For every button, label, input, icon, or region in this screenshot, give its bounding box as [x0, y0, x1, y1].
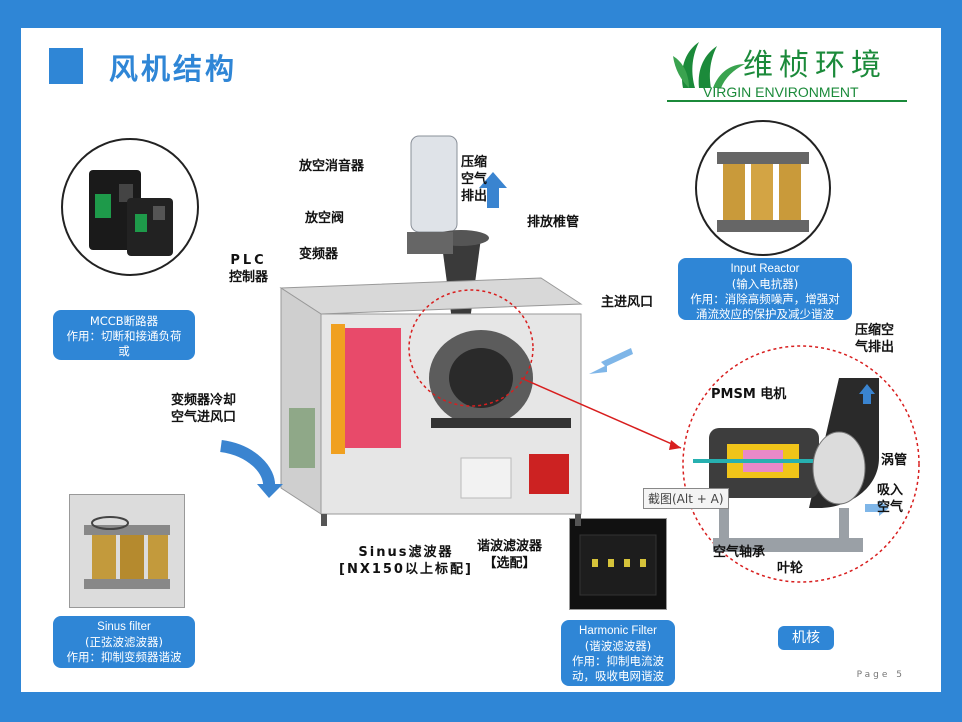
label-inverter: 变频器: [299, 247, 339, 262]
blower-cabinet-illustration: [279, 135, 583, 526]
breaker-icon: [89, 170, 173, 256]
label-plc-1: PLC: [230, 253, 267, 268]
company-logo: 维桢环境 VIRGIN ENVIRONMENT: [661, 34, 921, 104]
label-vent-valve: 放空阀: [305, 211, 345, 226]
logo-underline: [667, 100, 907, 102]
harmonic-filter-icon: [579, 534, 657, 596]
harmonic-title: Harmonic Filter: [579, 625, 657, 637]
sinus-title: Sinus filter: [97, 621, 151, 633]
core-label-badge: 机核: [778, 626, 834, 650]
label-compressed-out-2: 空气: [461, 172, 488, 187]
page-number-value: 5: [896, 670, 905, 680]
sinus-filter-photo: [69, 494, 185, 608]
label-inverter-cooling: 变频器冷却 空气进风口: [171, 392, 236, 426]
label-suction-air-2: 空气: [877, 500, 904, 515]
label-sinus-filter-2: [NX150以上标配]: [339, 562, 473, 577]
label-impeller: 叶轮: [777, 561, 804, 576]
harmonic-filter-photo: [569, 518, 667, 610]
page-number: Page 5: [857, 670, 905, 680]
reactor-title: Input Reactor: [730, 263, 800, 275]
cooling-inlet-arrow-icon: [219, 440, 283, 498]
label-inverter-cooling-1: 变频器冷却: [171, 393, 237, 408]
sinus-subtitle: (正弦波滤波器): [85, 635, 163, 649]
reactor-icon: [717, 152, 809, 232]
label-suction-air: 吸入 空气: [877, 482, 903, 516]
label-main-inlet: 主进风口: [601, 295, 654, 310]
label-sinus-filter-1: Sinus滤波器: [358, 545, 454, 560]
reactor-subtitle: (输入电抗器): [731, 277, 799, 291]
input-reactor-info-box: Input Reactor (输入电抗器) 作用：消除高频噪声，增强对 涌流效应…: [678, 258, 852, 321]
detail-callout-lines: [408, 289, 920, 583]
blower-core-illustration: [693, 378, 889, 552]
label-compressed-air-out-2: 气排出: [855, 340, 895, 355]
mccb-photo: [61, 138, 199, 276]
harmonic-desc-1: 作用：抑制电流波: [572, 654, 664, 668]
label-sinus-filter: Sinus滤波器 [NX150以上标配]: [339, 544, 473, 578]
label-compressed-out: 压缩 空气 排出: [461, 154, 487, 205]
logo-cn-text: 维桢环境: [743, 48, 887, 83]
label-air-bearing: 空气轴承: [713, 545, 766, 560]
harmonic-subtitle: (谐波滤波器): [584, 639, 652, 653]
sinus-desc: 作用：抑制变频器谐波: [66, 650, 182, 664]
slide: 风机结构 维桢环境 VIRGIN ENVIRONMENT MCCB断路器 作用：…: [21, 28, 941, 692]
mccb-info-box: MCCB断路器 作用：切断和接通负荷或 故障电路，保证设备安全: [53, 310, 195, 388]
label-plc-2: 控制器: [229, 270, 269, 285]
inlet-arrow-icon: [589, 348, 633, 374]
title-marker: [49, 48, 83, 84]
label-compressed-out-1: 压缩: [461, 155, 488, 170]
label-inverter-cooling-2: 空气进风口: [171, 410, 237, 425]
screenshot-tooltip: 截图(Alt + A): [643, 488, 729, 509]
reactor-desc-2: 涌流效应的保护及减少谐波: [696, 307, 834, 321]
leaf-logo-icon: [673, 42, 745, 88]
label-harmonic-filter: 谐波滤波器 【选配】: [477, 538, 542, 572]
harmonic-desc-2: 动，吸收电网谐波: [572, 669, 664, 683]
label-compressed-out-3: 排出: [461, 189, 488, 204]
reactor-desc-1: 作用：消除高频噪声，增强对: [690, 292, 840, 306]
label-harmonic-filter-1: 谐波滤波器: [477, 539, 543, 554]
label-cone-pipe: 排放椎管: [527, 215, 580, 230]
label-pmsm: PMSM 电机: [711, 387, 787, 402]
page-title: 风机结构: [109, 52, 238, 86]
transformer-icon: [84, 516, 170, 589]
page-label: Page: [856, 670, 891, 680]
sinus-info-box: Sinus filter (正弦波滤波器) 作用：抑制变频器谐波: [53, 616, 195, 668]
label-volute: 涡管: [881, 453, 908, 468]
input-reactor-photo: [695, 120, 831, 256]
label-compressed-air-out: 压缩空 气排出: [855, 322, 894, 356]
mccb-desc-2: 故障电路，保证设备安全: [66, 359, 182, 388]
mccb-title: MCCB断路器: [89, 314, 159, 328]
mccb-desc-1: 作用：切断和接通负荷或: [66, 329, 182, 358]
label-silencer: 放空消音器: [299, 159, 365, 174]
logo-en-text: VIRGIN ENVIRONMENT: [703, 84, 859, 100]
label-compressed-air-out-1: 压缩空: [855, 323, 895, 338]
harmonic-info-box: Harmonic Filter (谐波滤波器) 作用：抑制电流波 动，吸收电网谐…: [561, 620, 675, 686]
label-harmonic-filter-2: 【选配】: [483, 556, 536, 571]
label-suction-air-1: 吸入: [877, 483, 904, 498]
label-plc: PLC 控制器: [229, 252, 268, 286]
